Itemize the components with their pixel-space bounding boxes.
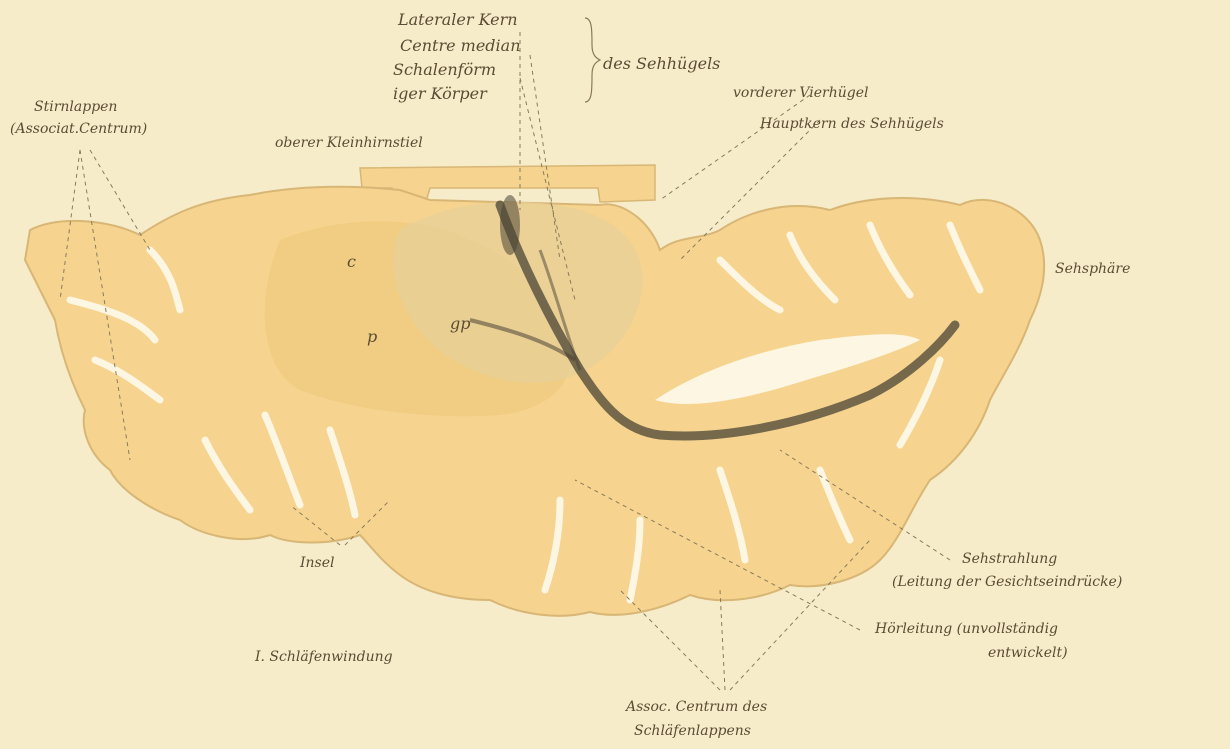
label-schalenform: Schalenförm: [393, 62, 496, 78]
label-hauptkern: Hauptkern des Sehhügels: [760, 117, 944, 131]
label-vorderer-vierhugel: vorderer Vierhügel: [733, 86, 868, 100]
label-insel: Insel: [300, 556, 335, 570]
label-assoc-centrum: Assoc. Centrum des: [626, 700, 767, 714]
brace: [585, 18, 600, 102]
label-lateraler-kern: Lateraler Kern: [398, 12, 518, 28]
label-sehsphare: Sehsphäre: [1055, 262, 1130, 276]
label-stirnlappen: Stirnlappen: [34, 100, 117, 114]
label-centre-median: Centre median: [400, 38, 521, 54]
label-gp: gp: [450, 316, 470, 332]
label-oberer-kleinhirnstiel: oberer Kleinhirnstiel: [275, 136, 423, 150]
label-schlafenlappens: Schläfenlappens: [634, 724, 751, 738]
label-des-sehhugels: des Sehhügels: [603, 56, 720, 72]
label-sehstrahlung: Sehstrahlung: [962, 552, 1057, 566]
label-sehstrahlung-sub: (Leitung der Gesichtseindrücke): [892, 575, 1122, 589]
label-horleitung: Hörleitung (unvollständig: [875, 622, 1058, 636]
label-schlafenwindung: I. Schläfenwindung: [255, 650, 393, 664]
label-horleitung-sub: entwickelt): [988, 646, 1068, 660]
dark-nucleus: [500, 195, 520, 255]
label-c: c: [347, 254, 356, 270]
label-p: p: [367, 329, 377, 345]
label-associat-centrum: (Associat.Centrum): [10, 122, 147, 136]
label-iger-korper: iger Körper: [393, 86, 487, 102]
